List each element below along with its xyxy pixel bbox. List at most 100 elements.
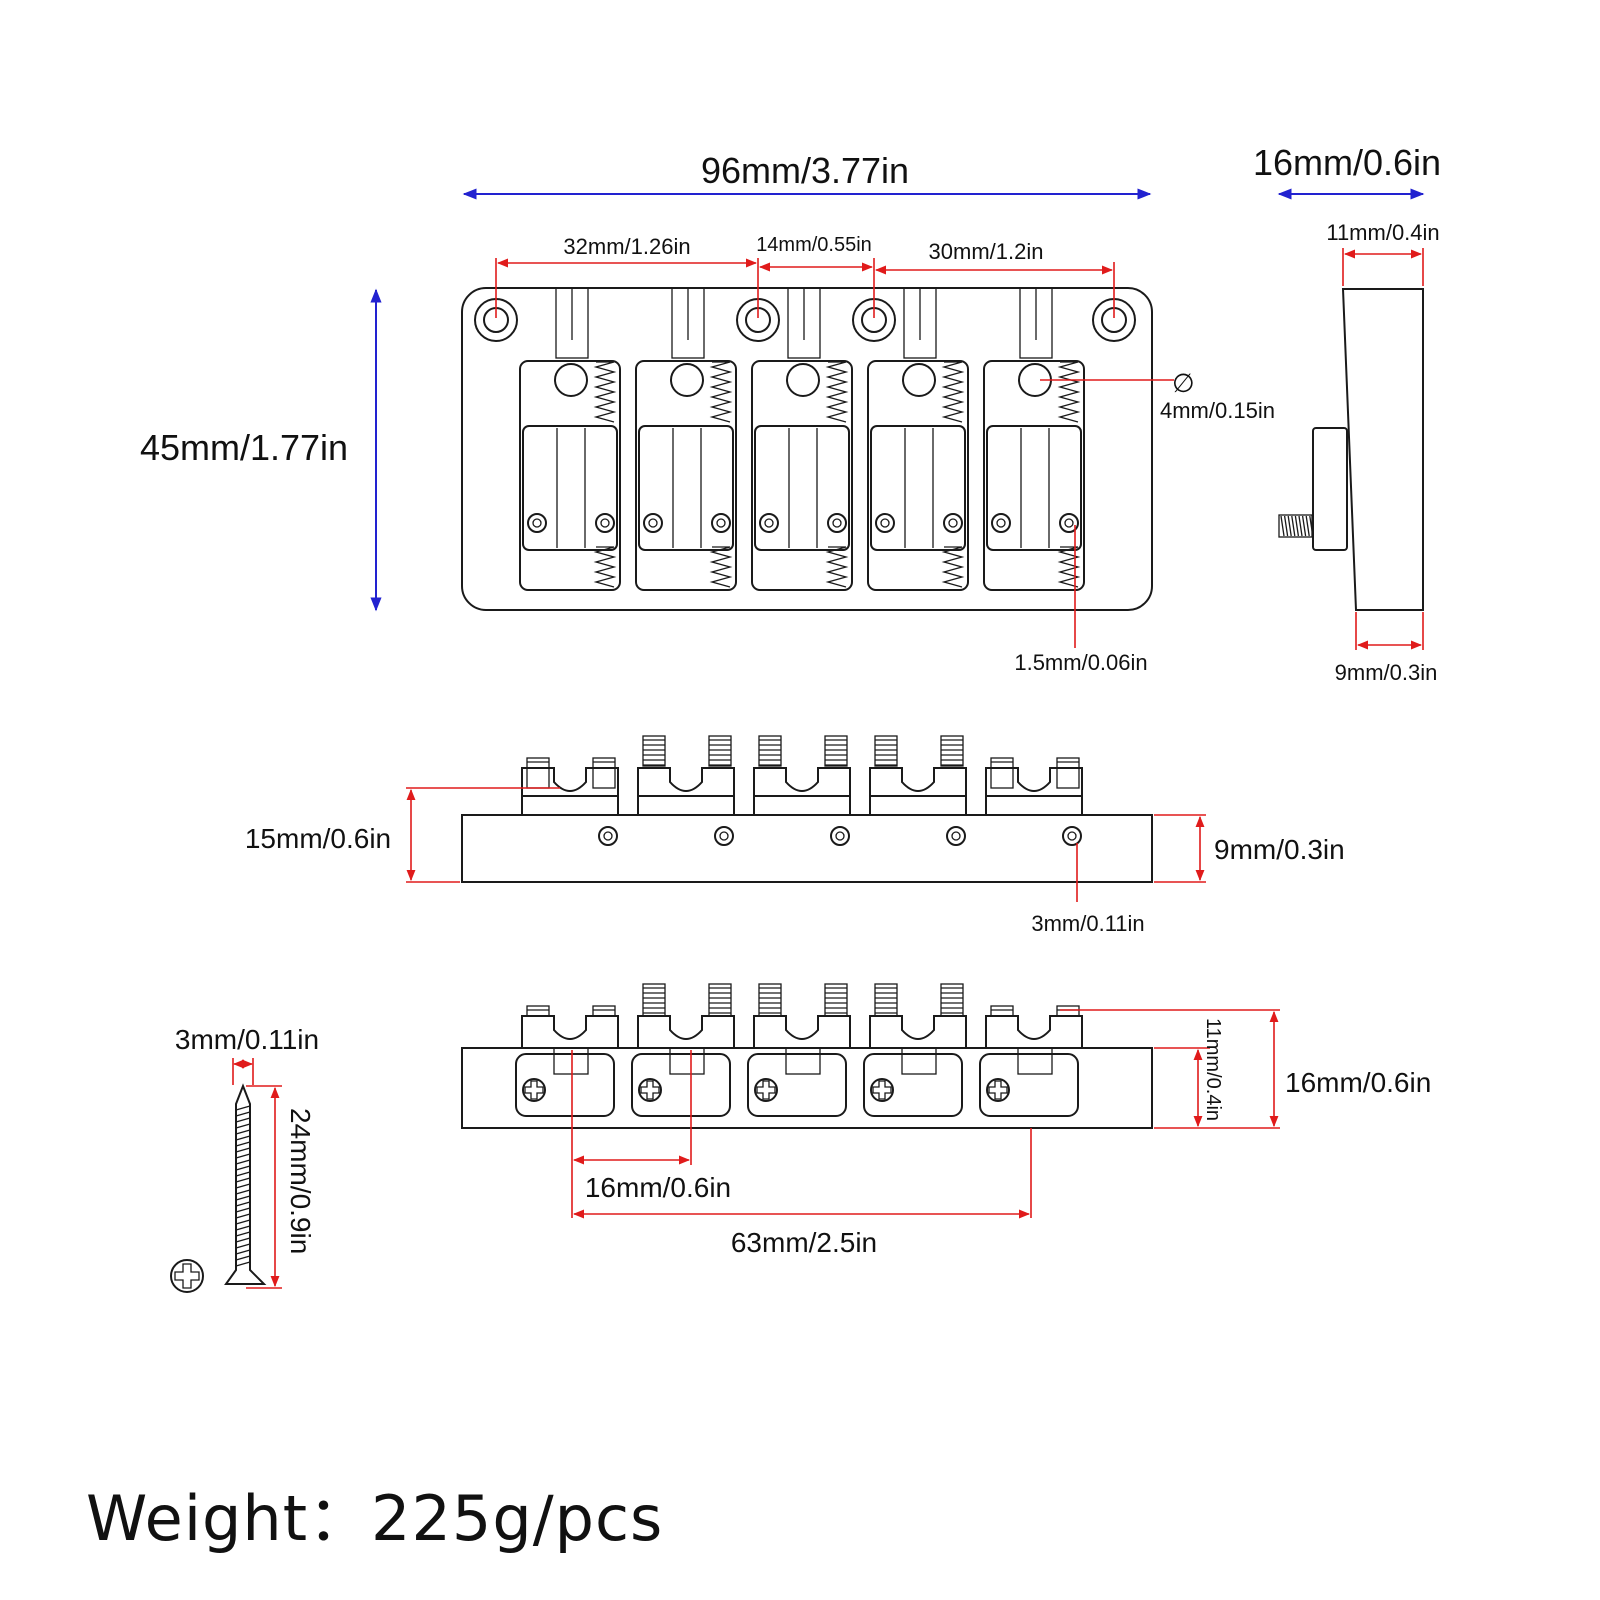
adjust-screw: [1056, 1005, 1080, 1017]
height-screw-thread: [941, 361, 965, 423]
back-saddle: [631, 983, 735, 1117]
phillips-cross: [756, 1080, 776, 1100]
front-total-height-label: 15mm/0.6in: [245, 823, 391, 854]
saddle-groove: [753, 1015, 851, 1048]
saddle-base: [869, 795, 967, 816]
phillips-cross: [988, 1080, 1008, 1100]
phillips-screw-icon: [754, 1078, 778, 1102]
saddle-screw: [711, 513, 731, 533]
screw-thread: [235, 1171, 251, 1177]
side-bottom-depth-label: 9mm/0.3in: [1335, 660, 1438, 685]
screw-thread: [235, 1243, 251, 1249]
screw-thread: [235, 1141, 251, 1147]
string-hole: [786, 363, 820, 397]
thread-line: [1301, 515, 1307, 537]
saddle-base: [985, 795, 1083, 816]
plate-notch: [553, 1047, 589, 1075]
screw-thread: [235, 1207, 251, 1213]
thread-line: [1287, 515, 1292, 537]
diameter-symbol: ∅: [1172, 368, 1195, 398]
saddle-screw-inner: [648, 518, 658, 528]
saddle-screw: [875, 513, 895, 533]
screw-thread: [235, 1213, 251, 1219]
back-base-height-label: 11mm/0.4in: [1202, 1018, 1224, 1121]
phillips-screw-icon: [522, 1078, 546, 1102]
phillips-cross: [524, 1080, 544, 1100]
saddle-screw-inner: [716, 518, 726, 528]
saddle-groove: [985, 767, 1083, 796]
front-view-holes: [598, 826, 1082, 846]
thread-line: [1305, 515, 1310, 537]
back-saddle: [863, 983, 967, 1117]
adjust-screw: [758, 735, 782, 767]
string-hole-diameter-label: 4mm/0.15in: [1160, 398, 1275, 423]
screw-thread: [235, 1105, 251, 1111]
height-screw-thread: [825, 361, 849, 423]
string-hole: [554, 363, 588, 397]
saddle-screw-inner: [600, 518, 610, 528]
side-depth-label: 16mm/0.6in: [1253, 142, 1441, 183]
saddle-outline: [983, 360, 1085, 591]
screw-length-label: 24mm/0.9in: [285, 1108, 316, 1254]
saddle-block: [522, 425, 618, 551]
front-saddle: [753, 735, 851, 816]
screw-thread: [235, 1183, 251, 1189]
lower-screw-thread: [1057, 546, 1081, 588]
front-hole: [598, 826, 618, 846]
saddle-groove: [869, 767, 967, 796]
saddle-screw: [1059, 513, 1079, 533]
screw-thread: [235, 1123, 251, 1129]
screw-thread: [235, 1219, 251, 1225]
lower-screw-thread: [593, 546, 617, 588]
adjust-screw: [1056, 757, 1080, 789]
top-saddle: [751, 287, 853, 591]
adjust-screw: [708, 735, 732, 767]
saddle-outline: [519, 360, 621, 591]
adjust-screw: [758, 983, 782, 1017]
front-hole: [946, 826, 966, 846]
saddle-screw: [527, 513, 547, 533]
saddle-spacing-label: 16mm/0.6in: [585, 1172, 731, 1203]
screw-thread: [235, 1225, 251, 1231]
screw-thread: [235, 1159, 251, 1165]
plate-notch: [669, 1047, 705, 1075]
overall-width-label: 96mm/3.77in: [701, 150, 909, 191]
front-view-dimensions: 15mm/0.6in 9mm/0.3in 3mm/0.11in: [245, 787, 1345, 936]
adjust-screw: [642, 983, 666, 1017]
phillips-screw-icon: [638, 1078, 662, 1102]
adjust-screw: [940, 983, 964, 1017]
saddle-screw-inner: [1064, 518, 1074, 528]
hole-spacing-2-label: 14mm/0.55in: [756, 234, 872, 256]
adjust-screw: [824, 983, 848, 1017]
adjust-screw: [708, 983, 732, 1017]
back-saddle: [515, 1005, 619, 1117]
thread-line: [1309, 515, 1314, 537]
thread-line: [1298, 515, 1303, 537]
saddle-screw: [943, 513, 963, 533]
saddle-screw-inner: [996, 518, 1006, 528]
adjust-screw: [642, 735, 666, 767]
back-total-height-label: 16mm/0.6in: [1285, 1067, 1431, 1098]
saddle-screw-inner: [532, 518, 542, 528]
thread-line: [1283, 515, 1289, 537]
screw-thread: [235, 1147, 251, 1153]
saddle-outline: [751, 360, 853, 591]
top-view-dimensions: 96mm/3.77in 45mm/1.77in 32mm/1.26in 14mm…: [140, 150, 1275, 675]
side-top-depth-label: 11mm/0.4in: [1326, 220, 1439, 245]
hole-spacing-3-label: 30mm/1.2in: [929, 239, 1044, 264]
top-saddle: [519, 287, 621, 591]
height-screw-thread: [709, 361, 733, 423]
adjust-screw: [990, 757, 1014, 789]
top-view-saddles: [519, 287, 1085, 591]
string-hole: [902, 363, 936, 397]
adjust-screw: [592, 757, 616, 789]
saddle-screw-inner: [832, 518, 842, 528]
saddle-base: [637, 795, 735, 816]
phillips-screw-icon: [986, 1078, 1010, 1102]
screw-thread: [235, 1237, 251, 1243]
screw-thread: [235, 1177, 251, 1183]
back-view-saddles: [515, 983, 1083, 1117]
top-saddle: [635, 287, 737, 591]
saddle-outline: [867, 360, 969, 591]
